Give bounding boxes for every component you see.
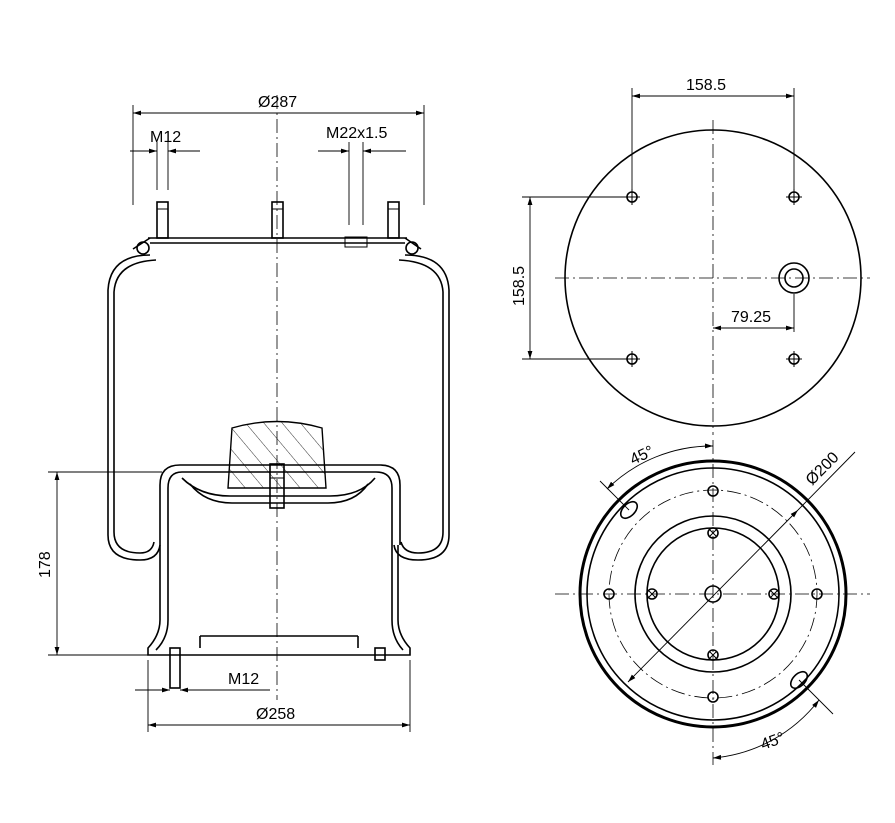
dim-hole-spacing-h: 158.5: [631, 77, 795, 190]
height-label: 178: [37, 551, 54, 578]
angle-top-label: 45°: [628, 443, 657, 469]
top-port-label: M22x1.5: [326, 125, 387, 142]
top-diameter-label: Ø287: [258, 94, 297, 111]
angle-bottom-label: 45°: [759, 730, 788, 754]
side-view: Ø287 M12 M22x1.5 178: [37, 94, 450, 732]
top-stud-label: M12: [150, 129, 181, 146]
dim-port-offset: 79.25: [713, 294, 795, 332]
bottom-view: Ø200 45° 45°: [555, 440, 870, 765]
bottom-bolt-holes: [603, 485, 823, 703]
dim-top-port: M22x1.5: [318, 125, 406, 225]
top-studs: [156, 201, 400, 239]
dim-bottom-diameter: Ø258: [147, 660, 411, 732]
hole-spacing-v-label: 158.5: [511, 266, 528, 306]
dim-bolt-circle: Ø200: [627, 449, 856, 683]
dim-top-stud: M12: [130, 129, 200, 190]
piston: [147, 420, 411, 689]
port-offset-label: 79.25: [731, 309, 771, 326]
top-view: 158.5 158.5 79.25: [511, 77, 870, 435]
bolt-circle-label: Ø200: [803, 449, 843, 489]
bottom-stud-label: M12: [228, 671, 259, 688]
bellows: [107, 254, 450, 561]
mounting-holes: [624, 189, 802, 367]
air-port: [778, 262, 810, 294]
dim-bottom-stud: M12: [135, 671, 270, 693]
hole-spacing-h-label: 158.5: [686, 77, 726, 94]
dim-top-diameter: Ø287: [132, 94, 425, 205]
dim-height: 178: [37, 471, 162, 656]
dim-hole-spacing-v: 158.5: [511, 196, 625, 360]
bottom-diameter-label: Ø258: [256, 706, 295, 723]
